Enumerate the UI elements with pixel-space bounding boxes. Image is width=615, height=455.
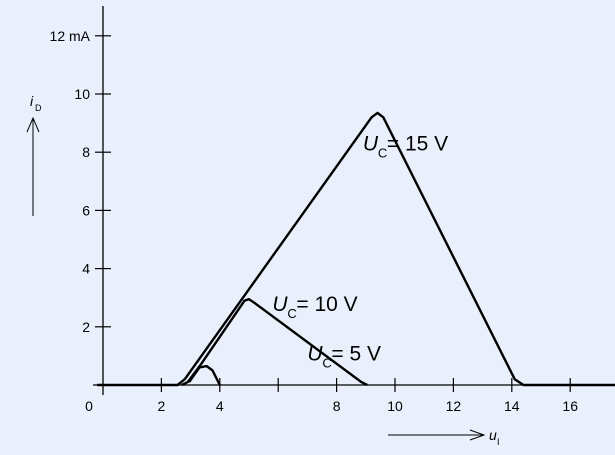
series-curve-1 (97, 111, 615, 387)
series-label-symbol: U (307, 342, 323, 365)
x-tick-label: 12 (446, 398, 462, 414)
y-tick-label: 10 (74, 86, 90, 102)
series-curve-3 (188, 364, 221, 386)
series-label-symbol: U (363, 133, 379, 156)
x-axis-label-sub: I (497, 437, 500, 447)
x-tick-label: 4 (216, 398, 224, 414)
y-direction-arrowhead (26, 116, 40, 133)
y-tick-label: 8 (82, 144, 90, 160)
x-axis-label: u (489, 427, 497, 443)
x-tick-label: 2 (158, 398, 166, 414)
x-tick-label: 14 (504, 398, 520, 414)
y-tick-label: 6 (82, 202, 90, 218)
series-label-value: = 10 V (296, 293, 357, 316)
series-label-symbol: U (272, 293, 288, 316)
series-label-sub: C (322, 355, 331, 370)
x-direction-arrowhead (469, 429, 486, 441)
y-axis-label-sub: D (35, 103, 42, 113)
x-tick-label: 10 (387, 398, 403, 414)
series-label-value: = 5 V (331, 342, 381, 365)
x-tick-label: 16 (562, 398, 578, 414)
y-axis-label: i (30, 93, 34, 109)
y-tick-label: 2 (82, 319, 90, 335)
series-label-sub: C (378, 146, 387, 161)
curves (97, 111, 615, 387)
series-label-sub: C (287, 306, 296, 321)
x-tick-label: 0 (85, 398, 93, 414)
x-tick-label: 8 (333, 398, 341, 414)
y-tick-label: 4 (82, 261, 90, 277)
series-label-value: = 15 V (387, 133, 448, 156)
y-tick-label: 12 mA (50, 28, 91, 44)
